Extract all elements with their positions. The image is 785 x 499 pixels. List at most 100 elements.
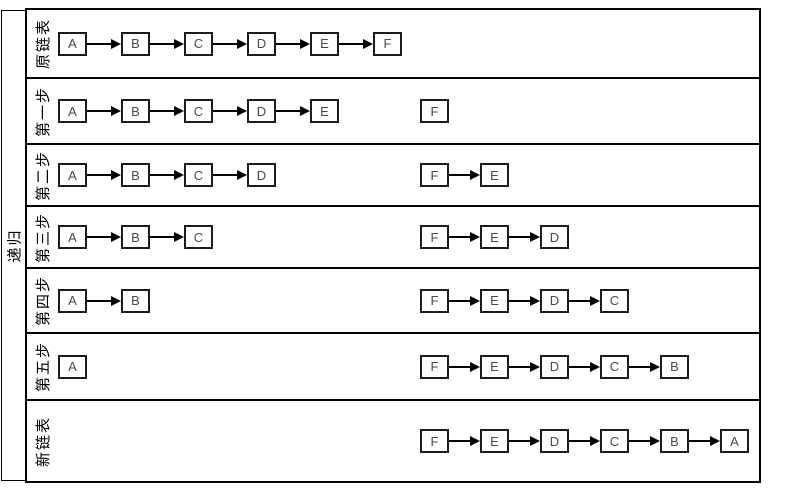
node-box: C	[600, 429, 629, 453]
node-box: E	[480, 225, 509, 249]
node-box: E	[310, 99, 339, 123]
node-box: B	[121, 31, 150, 56]
node-box: D	[247, 163, 276, 187]
arrow-right-icon	[689, 429, 720, 453]
node-box: A	[720, 429, 749, 453]
node-box: F	[373, 31, 402, 56]
node-box: F	[420, 429, 449, 453]
row-label-cell: 第三步	[27, 207, 58, 267]
node-box: D	[540, 354, 569, 379]
node-box: D	[540, 429, 569, 453]
arrow-right-icon	[569, 355, 600, 379]
arrow-right-icon	[449, 289, 480, 313]
node-box: F	[420, 163, 449, 187]
node-box: E	[480, 429, 509, 453]
recursion-label: 递归	[7, 228, 24, 263]
arrow-right-icon	[87, 225, 121, 249]
row-content: A B C D E F	[58, 79, 759, 143]
arrow-right-icon	[276, 99, 310, 123]
node-box: B	[121, 99, 150, 123]
node-box: D	[540, 225, 569, 249]
arrow-right-icon	[509, 429, 540, 453]
table-row: 新链表 F E D C B A	[27, 401, 759, 481]
row-label: 原链表	[36, 17, 53, 70]
node-box: B	[121, 163, 150, 187]
arrow-right-icon	[569, 289, 600, 313]
row-label-cell: 第五步	[27, 334, 58, 399]
row-label: 第四步	[36, 274, 53, 327]
node-box: D	[247, 31, 276, 56]
arrow-right-icon	[449, 225, 480, 249]
node-box: D	[247, 99, 276, 123]
node-box: B	[121, 225, 150, 249]
node-box: B	[660, 429, 689, 453]
node-box: A	[58, 99, 87, 123]
arrow-right-icon	[509, 355, 540, 379]
row-label: 第一步	[36, 85, 53, 137]
node-box: F	[420, 354, 449, 379]
arrow-right-icon	[150, 225, 184, 249]
arrow-right-icon	[449, 355, 480, 379]
row-label-cell: 第四步	[27, 269, 58, 332]
node-box: A	[58, 354, 87, 379]
arrow-right-icon	[509, 289, 540, 313]
row-label: 第五步	[36, 340, 53, 393]
arrow-right-icon	[449, 429, 480, 453]
arrow-right-icon	[87, 99, 121, 123]
row-label-cell: 新链表	[27, 401, 58, 481]
arrow-right-icon	[150, 163, 184, 187]
node-box: E	[480, 163, 509, 187]
arrow-right-icon	[87, 32, 121, 56]
node-box: F	[420, 225, 449, 249]
left-chain: A B C	[58, 225, 213, 249]
node-box: A	[58, 163, 87, 187]
arrow-right-icon	[150, 99, 184, 123]
node-box: C	[184, 99, 213, 123]
arrow-right-icon	[509, 225, 540, 249]
node-box: D	[540, 288, 569, 313]
arrow-right-icon	[213, 99, 247, 123]
row-label: 第二步	[36, 149, 53, 201]
row-label-cell: 第二步	[27, 145, 58, 205]
left-chain: A B C D E	[58, 99, 339, 123]
recursion-side-column: 递归	[1, 10, 26, 481]
node-box: F	[420, 99, 449, 123]
row-label: 第三步	[36, 211, 53, 263]
node-box: B	[121, 288, 150, 313]
arrow-right-icon	[213, 32, 247, 56]
node-box: E	[480, 288, 509, 313]
arrow-right-icon	[569, 429, 600, 453]
node-box: A	[58, 225, 87, 249]
node-box: C	[600, 288, 629, 313]
node-box: C	[600, 354, 629, 379]
node-box: C	[184, 163, 213, 187]
row-label: 新链表	[36, 415, 53, 467]
node-box: E	[480, 354, 509, 379]
arrow-right-icon	[339, 32, 373, 56]
node-box: F	[420, 288, 449, 313]
left-chain: A B C D	[58, 163, 276, 187]
arrow-right-icon	[276, 32, 310, 56]
right-chain: F	[420, 99, 449, 123]
row-label-cell: 第一步	[27, 79, 58, 143]
node-box: C	[184, 31, 213, 56]
arrow-right-icon	[87, 163, 121, 187]
node-box: C	[184, 225, 213, 249]
arrow-right-icon	[87, 289, 121, 313]
